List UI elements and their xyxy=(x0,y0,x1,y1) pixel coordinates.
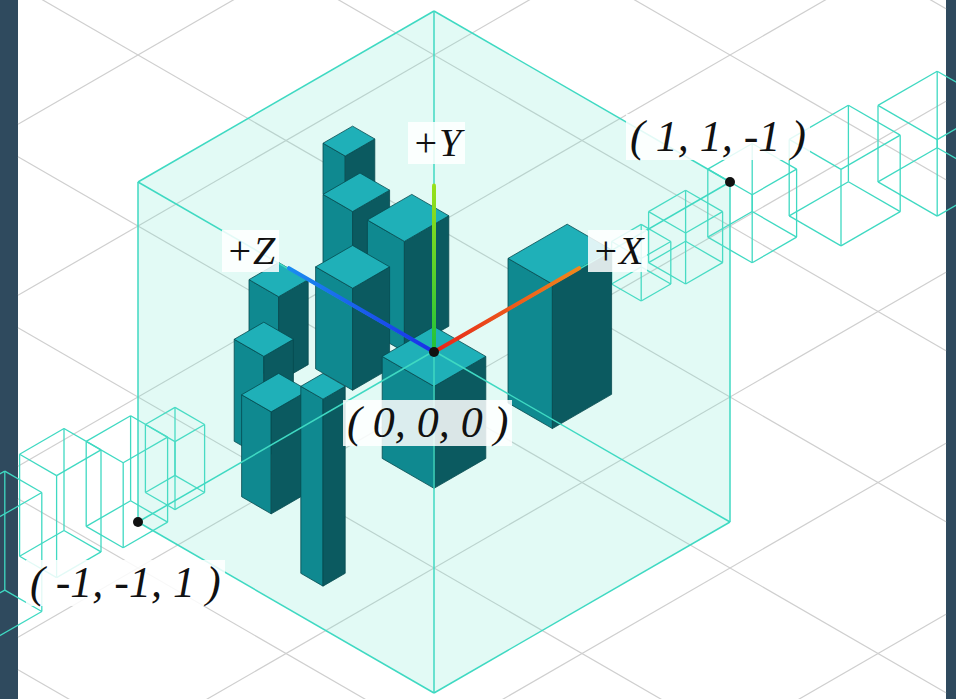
axis-label: ( 1, 1, -1 ) xyxy=(626,114,810,160)
block-face xyxy=(367,194,448,241)
coordinate-point xyxy=(133,517,143,527)
wire-edge xyxy=(752,237,796,263)
wire-edge xyxy=(937,148,956,182)
wire-edge xyxy=(840,169,841,246)
axis-label: +X xyxy=(588,230,647,272)
wire-edge xyxy=(937,105,956,139)
block-face xyxy=(234,322,293,356)
axis-label: +Z xyxy=(222,230,279,272)
wire-edge xyxy=(848,105,849,182)
coordinate-point xyxy=(429,347,439,357)
canvas-ground xyxy=(18,0,946,699)
axis-label: ( 0, 0, 0 ) xyxy=(343,400,512,446)
wire-edge xyxy=(841,135,900,169)
wire-edge xyxy=(130,416,131,501)
axis-label: ( -1, -1, 1 ) xyxy=(26,560,225,606)
wire-edge xyxy=(848,182,900,212)
cube-edge xyxy=(137,182,139,522)
wire-edge xyxy=(878,148,937,182)
cube-edge xyxy=(138,11,434,182)
grid-line xyxy=(18,670,946,699)
wire-edge xyxy=(900,135,901,212)
wire-edge xyxy=(878,105,937,139)
cube-edge xyxy=(434,182,730,353)
wire-edge xyxy=(0,471,5,497)
wire-edge xyxy=(64,429,101,450)
wire-edge xyxy=(0,590,5,616)
block-face xyxy=(316,245,390,288)
wire-edge xyxy=(789,216,841,246)
block-face xyxy=(242,373,309,411)
block-face xyxy=(301,373,345,399)
cube-edge xyxy=(138,522,434,693)
wire-edge xyxy=(0,611,42,637)
wire-edge xyxy=(63,429,64,531)
wire-edge xyxy=(937,71,938,148)
wire-edge xyxy=(841,212,900,246)
wire-edge xyxy=(878,71,937,105)
grid-line xyxy=(18,0,946,9)
wire-edge xyxy=(0,492,42,518)
wire-edge xyxy=(848,105,900,135)
block-face xyxy=(323,386,345,586)
scene-blocks xyxy=(234,126,611,586)
cube-edge xyxy=(433,11,435,351)
wire-edge xyxy=(937,182,956,216)
wire-edge xyxy=(878,182,937,216)
wire-edge xyxy=(877,105,878,181)
wire-edge xyxy=(100,450,101,552)
axis-line xyxy=(434,268,579,352)
wire-edge xyxy=(4,471,5,590)
cube-edge xyxy=(434,522,730,693)
axis-line xyxy=(432,185,436,352)
wire-edge xyxy=(86,501,130,527)
wire-edge xyxy=(20,454,57,475)
wire-edge xyxy=(86,441,87,526)
wire-edge xyxy=(57,450,101,476)
wire-edge xyxy=(796,169,797,237)
wire-edge xyxy=(5,471,42,492)
wire-edge xyxy=(86,416,130,442)
wire-edge xyxy=(937,140,938,217)
cube-edge xyxy=(138,182,434,353)
wire-edge xyxy=(64,531,101,552)
block-face xyxy=(323,173,390,211)
axis-line xyxy=(289,268,434,352)
coordinate-point xyxy=(725,177,735,187)
ground-grid xyxy=(18,0,946,699)
block-face xyxy=(508,258,552,428)
wire-edge xyxy=(86,526,123,547)
block-face xyxy=(323,126,375,156)
axis-label: +Y xyxy=(408,122,465,164)
wire-edge xyxy=(752,169,796,195)
wire-edge xyxy=(20,429,64,455)
wire-edge xyxy=(937,71,956,105)
cube-edge xyxy=(729,182,731,522)
wire-edge xyxy=(789,182,848,216)
